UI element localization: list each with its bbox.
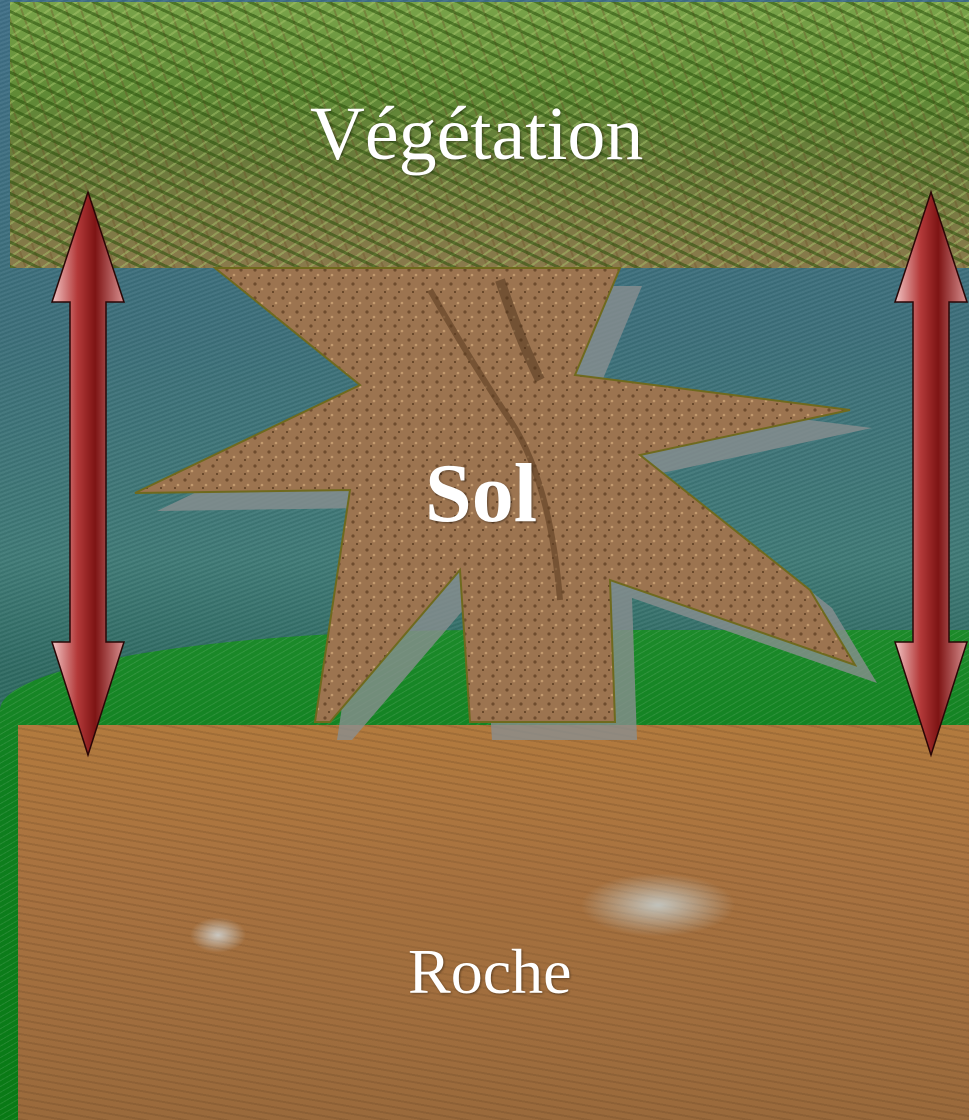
left-double-arrow [52,192,124,755]
sol-label: Sol [425,452,537,536]
vegetation-label: Végétation [310,96,643,172]
roche-label: Roche [408,940,572,1004]
right-double-arrow [895,192,967,755]
